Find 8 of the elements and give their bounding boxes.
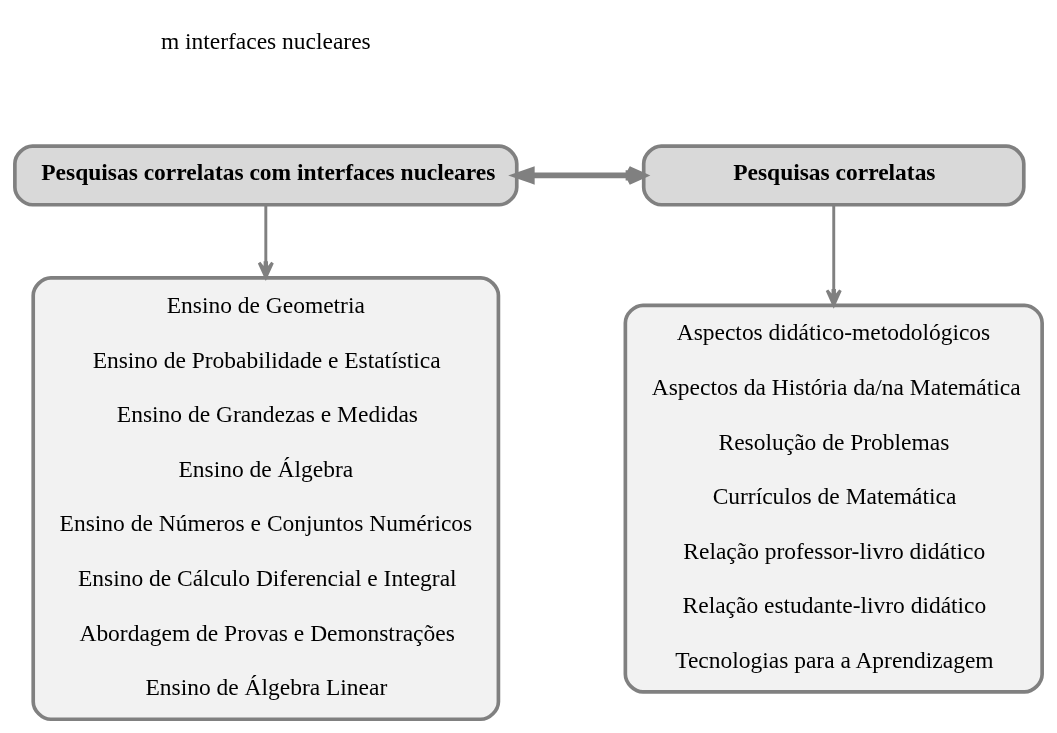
- arrow: [508, 165, 647, 185]
- arrow: [825, 205, 842, 307]
- node-box: Pesquisas correlatas com interfaces nucleares: [13, 144, 519, 207]
- node-box: Pesquisas correlatas: [641, 144, 1026, 207]
- node-box: Aspectos didático-metodológicos Aspectos da História da/na Matemática Resolução de Problemas Currículos de Matemática Relação professor-livro didático Relação estudante-livro didático Tecnologias para a Aprendizagem: [623, 303, 1044, 694]
- arrow: [257, 205, 274, 279]
- label: m interfaces nucleares: [160, 27, 371, 54]
- node-box: Ensino de Geometria Ensino de Probabilidade e Estatística Ensino de Grandezas e Medidas Ensino de Álgebra Ensino de Números e Conjuntos Numéricos Ensino de Cálculo Diferencial e Integral Abordagem de Provas e Demonstrações Ensino de Álgebra Linear: [31, 276, 501, 722]
